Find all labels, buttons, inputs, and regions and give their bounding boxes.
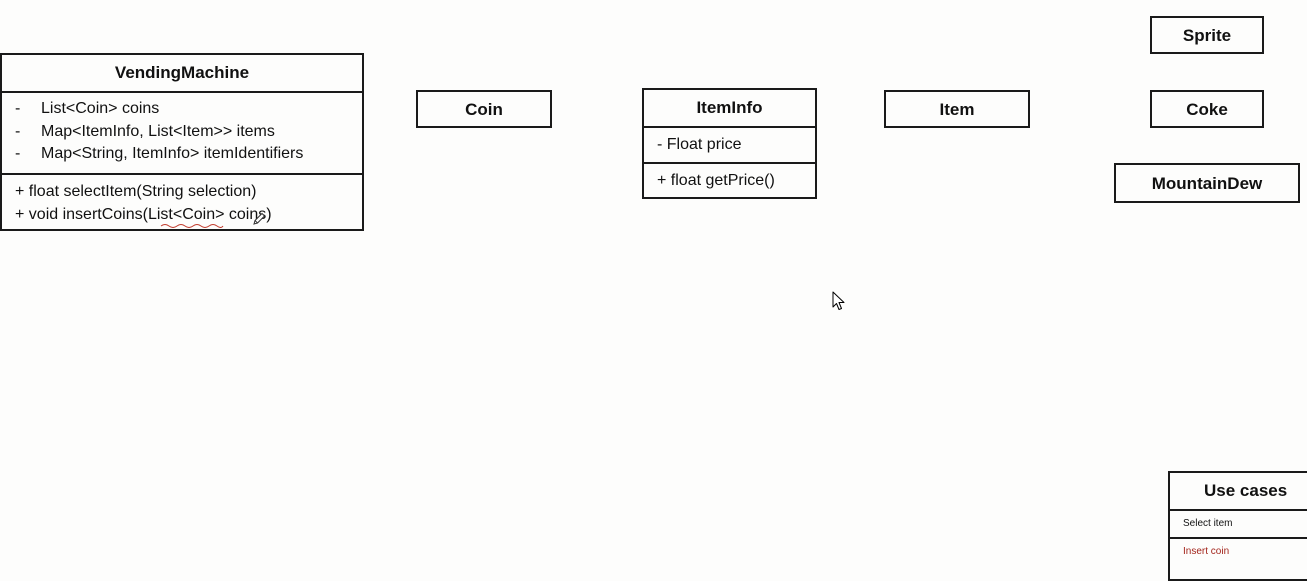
class-title-iteminfo: ItemInfo: [696, 98, 763, 117]
attribute-row: - Float price: [644, 126, 815, 162]
class-title-coke: Coke: [1186, 99, 1228, 119]
class-title-vendingmachine: VendingMachine: [114, 63, 250, 82]
visibility-marker: -: [15, 100, 21, 117]
method-row: + float getPrice(): [644, 162, 815, 198]
class-title-coin: Coin: [465, 99, 503, 119]
method-row: + float selectItem(String selection): [15, 183, 257, 200]
use-case-label: Insert coin: [1183, 546, 1230, 557]
use-case-label: Select item: [1183, 518, 1233, 529]
class-item[interactable]: Item: [884, 90, 1030, 128]
use-cases-title: Use cases: [1204, 481, 1288, 500]
spellcheck-squiggle: [160, 224, 224, 228]
use-case-row[interactable]: Select item: [1170, 509, 1307, 537]
class-vendingmachine[interactable]: VendingMachine - List<Coin> coins - Map<It…: [0, 53, 364, 231]
attribute-row: - List<Coin> coins: [15, 98, 362, 121]
attributes-section: - List<Coin> coins - Map<ItemInfo, List<It…: [2, 91, 362, 173]
method-row: + void insertCoins(List<Coin> coins): [15, 205, 272, 223]
pencil-icon: [253, 212, 266, 225]
class-title-mountaindew: MountainDew: [1151, 173, 1263, 193]
attribute-text: List<Coin> coins: [41, 100, 160, 117]
visibility-marker: -: [15, 122, 21, 140]
class-coke[interactable]: Coke: [1150, 90, 1264, 128]
class-mountaindew[interactable]: MountainDew: [1114, 163, 1300, 203]
class-title-item: Item: [939, 99, 975, 119]
class-title-sprite: Sprite: [1182, 25, 1232, 45]
methods-section: + float selectItem(String selection) + v…: [2, 173, 362, 233]
attribute-row: - Map<ItemInfo, List<Item>> items: [15, 121, 362, 144]
mouse-cursor-icon: [832, 291, 845, 310]
attribute-text: Map<String, ItemInfo> itemIdentifiers: [41, 145, 304, 162]
class-coin[interactable]: Coin: [416, 90, 552, 128]
attribute-row: - Map<String, ItemInfo> itemIdentifiers: [15, 143, 362, 166]
visibility-marker: -: [15, 145, 21, 162]
attribute-text: Map<ItemInfo, List<Item>> items: [41, 122, 275, 140]
class-iteminfo[interactable]: ItemInfo - Float price + float getPrice(…: [642, 88, 817, 199]
class-sprite[interactable]: Sprite: [1150, 16, 1264, 54]
use-cases-table[interactable]: Use cases Select item Insert coin: [1168, 471, 1307, 581]
use-case-row[interactable]: Insert coin: [1170, 537, 1307, 565]
